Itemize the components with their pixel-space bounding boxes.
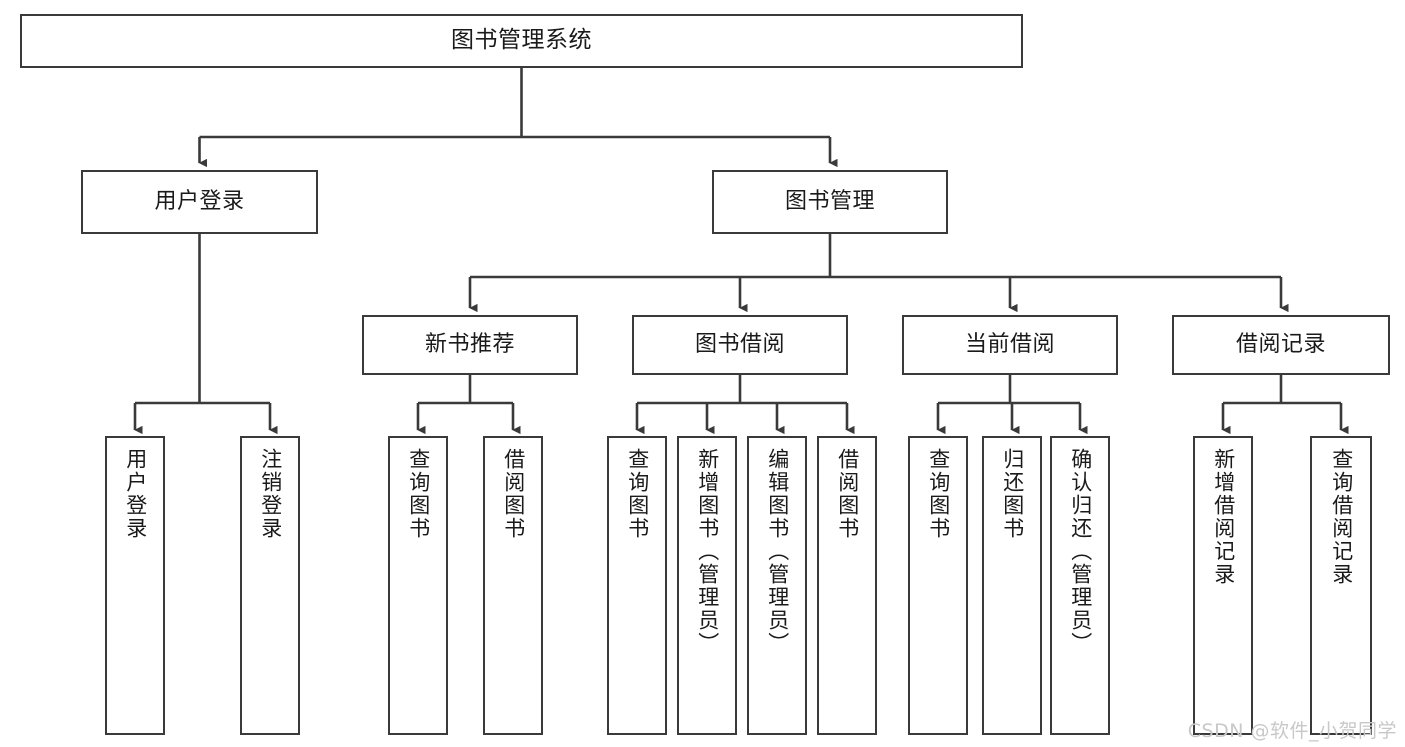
node-label: 新增图书（管理员） [695, 448, 720, 655]
node-leaf-logout[interactable]: 注销登录 [240, 436, 300, 735]
node-label: 查询图书 [926, 448, 951, 540]
node-label: 查询图书 [406, 448, 431, 540]
node-label: 用户登录 [123, 448, 148, 540]
node-label: 确认归还（管理员） [1068, 448, 1093, 655]
node-root[interactable]: 图书管理系统 [20, 14, 1023, 68]
node-label: 图书管理 [784, 188, 875, 214]
node-leaf-borrow-book-2[interactable]: 借阅图书 [817, 436, 877, 735]
node-label: 当前借阅 [964, 331, 1055, 357]
node-book-borrow[interactable]: 图书借阅 [632, 315, 848, 375]
node-label: 新增借阅记录 [1211, 448, 1236, 586]
node-label: 编辑图书（管理员） [765, 448, 790, 655]
node-label: 用户登录 [154, 188, 245, 214]
node-new-book-recommend[interactable]: 新书推荐 [362, 315, 578, 375]
node-leaf-return-book[interactable]: 归还图书 [982, 436, 1042, 735]
node-current-borrow[interactable]: 当前借阅 [902, 315, 1118, 375]
node-leaf-query-book-2[interactable]: 查询图书 [607, 436, 667, 735]
watermark: CSDN @软件_小贺同学 [1187, 720, 1397, 742]
node-leaf-borrow-book-1[interactable]: 借阅图书 [483, 436, 543, 735]
node-label: 注销登录 [258, 448, 283, 540]
node-user-login[interactable]: 用户登录 [81, 170, 318, 234]
node-leaf-query-record[interactable]: 查询借阅记录 [1310, 436, 1372, 735]
node-leaf-query-book-3[interactable]: 查询图书 [908, 436, 968, 735]
node-leaf-add-record[interactable]: 新增借阅记录 [1193, 436, 1253, 735]
node-label: 借阅记录 [1235, 331, 1326, 357]
node-label: 借阅图书 [835, 448, 860, 540]
node-label: 图书管理系统 [451, 27, 592, 54]
node-leaf-edit-book[interactable]: 编辑图书（管理员） [747, 436, 807, 735]
node-book-manage[interactable]: 图书管理 [712, 170, 948, 234]
node-leaf-query-book-1[interactable]: 查询图书 [388, 436, 448, 735]
node-label: 查询借阅记录 [1329, 448, 1354, 586]
node-label: 新书推荐 [424, 331, 515, 357]
node-leaf-add-book[interactable]: 新增图书（管理员） [677, 436, 737, 735]
node-leaf-user-login[interactable]: 用户登录 [105, 436, 165, 735]
node-leaf-confirm-return[interactable]: 确认归还（管理员） [1050, 436, 1110, 735]
node-label: 借阅图书 [501, 448, 526, 540]
node-label: 图书借阅 [694, 331, 785, 357]
node-borrow-record[interactable]: 借阅记录 [1172, 315, 1390, 375]
node-label: 归还图书 [1000, 448, 1025, 540]
node-label: 查询图书 [625, 448, 650, 540]
